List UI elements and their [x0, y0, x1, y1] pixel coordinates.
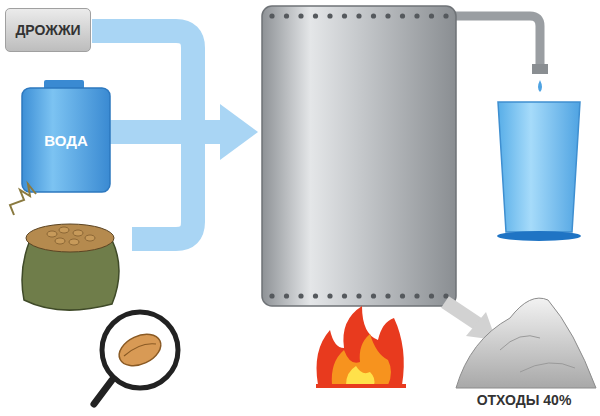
- flow-band: [92, 31, 224, 239]
- waste-label: ОТХОДЫ 40%: [477, 392, 572, 408]
- magnifier: [94, 312, 178, 404]
- grain-sack: [10, 184, 119, 310]
- fire: [316, 306, 406, 388]
- flow-arrowhead: [220, 104, 258, 160]
- bottle-label: ВОДА: [40, 128, 91, 153]
- waste-pile: [456, 298, 596, 388]
- node-text: ВОДА: [44, 132, 87, 149]
- node-text: ДРОЖЖИ: [15, 22, 80, 38]
- ingredient-box: ДРОЖЖИ: [5, 8, 90, 52]
- water-glass: [497, 102, 581, 241]
- drop: [538, 80, 542, 92]
- water-bottle: [22, 80, 110, 192]
